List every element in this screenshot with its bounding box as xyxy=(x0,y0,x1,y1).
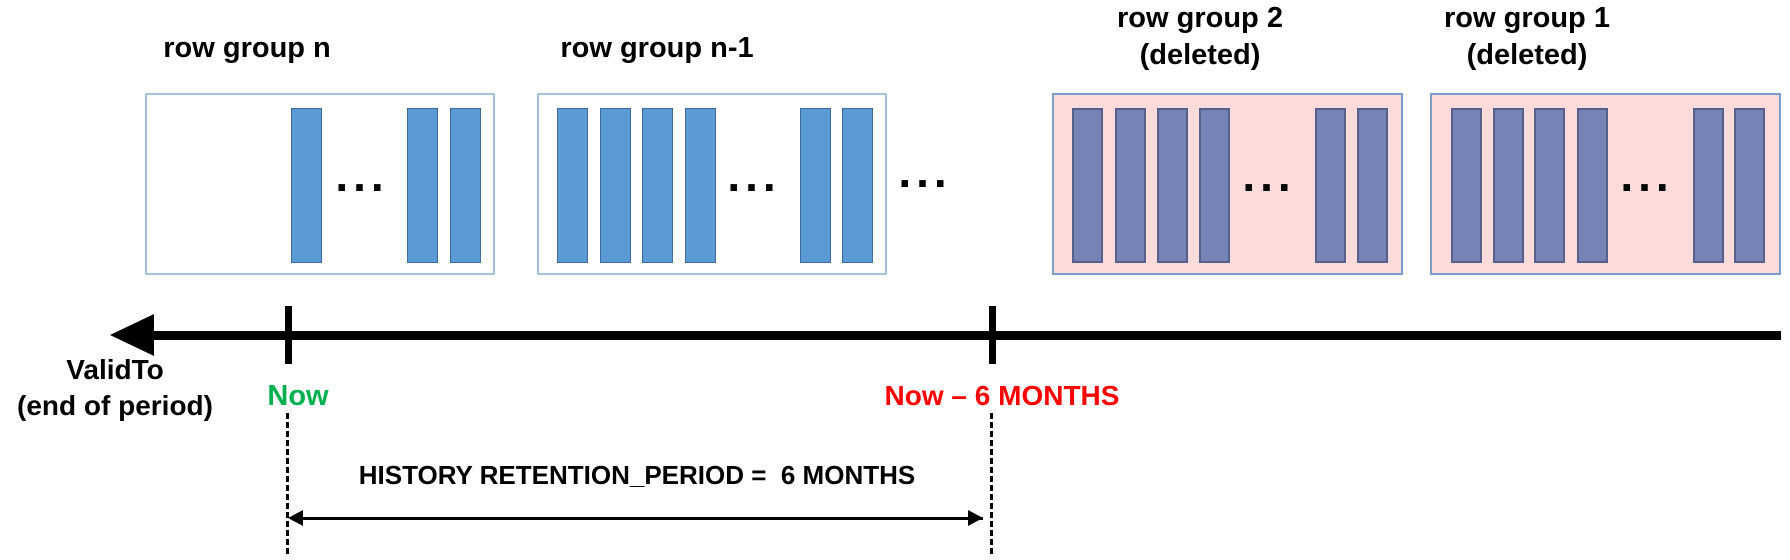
retention-span-line xyxy=(297,517,983,520)
row-bar xyxy=(1157,108,1188,263)
row-group-label-text: row group 1 xyxy=(1444,2,1610,34)
row-group-box-n: ... xyxy=(145,93,495,275)
retention-span-left-arrowhead-icon xyxy=(288,510,303,526)
axis-tick-cutoff xyxy=(989,306,996,364)
validto-axis-label: ValidTo (end of period) xyxy=(0,352,230,424)
row-group-deleted-text: (deleted) xyxy=(1139,39,1261,71)
row-bar xyxy=(1693,108,1724,263)
row-group-n-label: row group n xyxy=(97,30,397,67)
axis-tick-now xyxy=(285,306,292,364)
row-group-label-text: row group 2 xyxy=(1117,2,1283,34)
row-group-box-n1: ... xyxy=(537,93,887,275)
row-bar xyxy=(291,108,322,263)
row-bar xyxy=(1534,108,1565,263)
row-bar xyxy=(1577,108,1608,263)
row-bar xyxy=(1315,108,1346,263)
ellipsis-dots: ... xyxy=(1620,149,1674,201)
row-group-box-1-deleted: ... xyxy=(1430,93,1781,275)
row-bar xyxy=(642,108,673,263)
timeline-axis-line xyxy=(140,331,1781,340)
row-group-1-label: row group 1 (deleted) xyxy=(1377,0,1677,74)
row-bar xyxy=(1357,108,1388,263)
ellipsis-dots-between-groups: ... xyxy=(898,145,952,197)
row-group-n1-label: row group n-1 xyxy=(507,30,807,67)
retention-dashed-line-left xyxy=(286,413,289,554)
ellipsis-dots: ... xyxy=(335,149,389,201)
row-bar xyxy=(685,108,716,263)
row-bar xyxy=(1451,108,1482,263)
row-bar xyxy=(1199,108,1230,263)
retention-dashed-line-right xyxy=(990,413,993,554)
row-bar xyxy=(1493,108,1524,263)
row-bar xyxy=(1072,108,1103,263)
row-bar xyxy=(407,108,438,263)
validto-axis-label-line2: (end of period) xyxy=(17,390,213,421)
cutoff-label: Now – 6 MONTHS xyxy=(884,380,1120,411)
row-bar xyxy=(1115,108,1146,263)
row-group-deleted-text: (deleted) xyxy=(1466,39,1588,71)
row-bar xyxy=(800,108,831,263)
row-bar xyxy=(1734,108,1765,263)
row-bar xyxy=(450,108,481,263)
timeline-left-arrowhead-icon xyxy=(110,314,154,356)
row-group-label-text: row group n-1 xyxy=(560,32,754,64)
row-bar xyxy=(842,108,873,263)
row-group-label-text: row group n xyxy=(163,32,331,64)
row-bar xyxy=(557,108,588,263)
row-bar xyxy=(600,108,631,263)
retention-period-label: HISTORY RETENTION_PERIOD = 6 MONTHS xyxy=(358,460,916,490)
row-group-box-2-deleted: ... xyxy=(1052,93,1403,275)
retention-span-right-arrowhead-icon xyxy=(968,510,983,526)
now-label: Now xyxy=(267,380,329,412)
ellipsis-dots: ... xyxy=(1242,149,1296,201)
row-group-2-label: row group 2 (deleted) xyxy=(1050,0,1350,74)
ellipsis-dots: ... xyxy=(727,149,781,201)
validto-axis-label-line1: ValidTo xyxy=(66,354,164,385)
